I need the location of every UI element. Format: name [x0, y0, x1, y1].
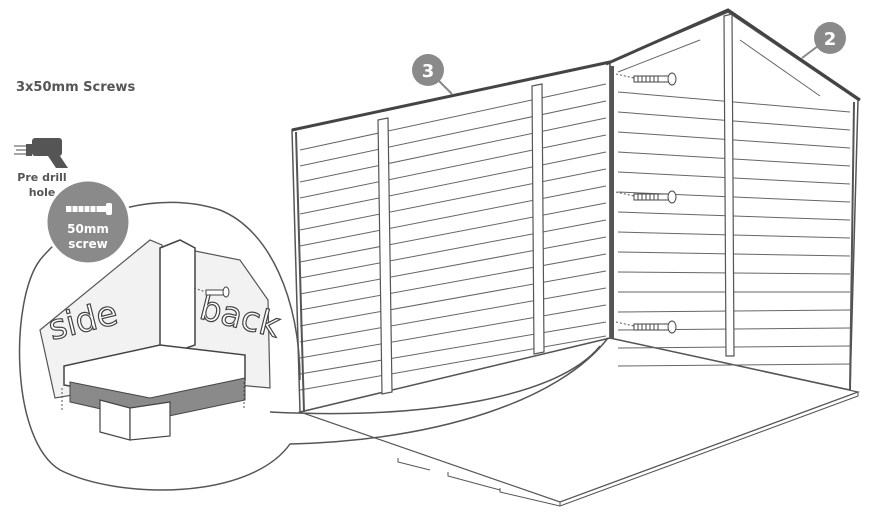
pre-drill-label-line2: hole — [28, 186, 56, 199]
left-wall-panel — [291, 60, 611, 413]
screw-badge-line2: screw — [68, 237, 107, 251]
drill-icon — [14, 138, 68, 168]
screw-icon — [66, 203, 112, 215]
wall-screw-top — [615, 72, 677, 86]
pre-drill-label-line1: Pre drill — [17, 171, 67, 184]
step-badge-2: 2 — [801, 22, 846, 59]
detail-callout — [18, 201, 609, 491]
detail-screw — [193, 286, 230, 298]
wall-screw-bottom — [615, 320, 677, 334]
corner-detail: side back — [39, 239, 285, 441]
wall-screw-middle — [615, 190, 677, 204]
screws-spec-title: 3x50mm Screws — [16, 80, 136, 95]
screw-badge-line1: 50mm — [67, 222, 109, 236]
step-number-2: 2 — [824, 29, 837, 50]
screw-size-badge: 50mm screw — [44, 178, 132, 266]
step-badge-3: 3 — [412, 54, 453, 95]
step-number-3: 3 — [422, 61, 435, 82]
pre-drill-label: Pre drill hole — [12, 170, 72, 200]
